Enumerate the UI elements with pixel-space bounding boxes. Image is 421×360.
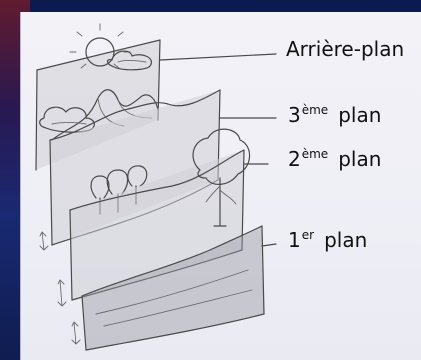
label-first-suffix: er: [302, 228, 314, 242]
label-second-suffix: ème: [302, 147, 328, 161]
label-third-number: 3: [288, 103, 301, 127]
label-arriere-plan-text: Arrière-plan: [286, 37, 404, 61]
label-third-suffix: ème: [302, 103, 328, 117]
label-arriere-plan: Arrière-plan: [286, 39, 404, 59]
label-first-word: plan: [324, 228, 367, 252]
label-third-word: plan: [338, 103, 381, 127]
label-first-number: 1: [288, 228, 301, 252]
label-second-word: plan: [338, 147, 381, 171]
label-second-number: 2: [288, 147, 301, 171]
